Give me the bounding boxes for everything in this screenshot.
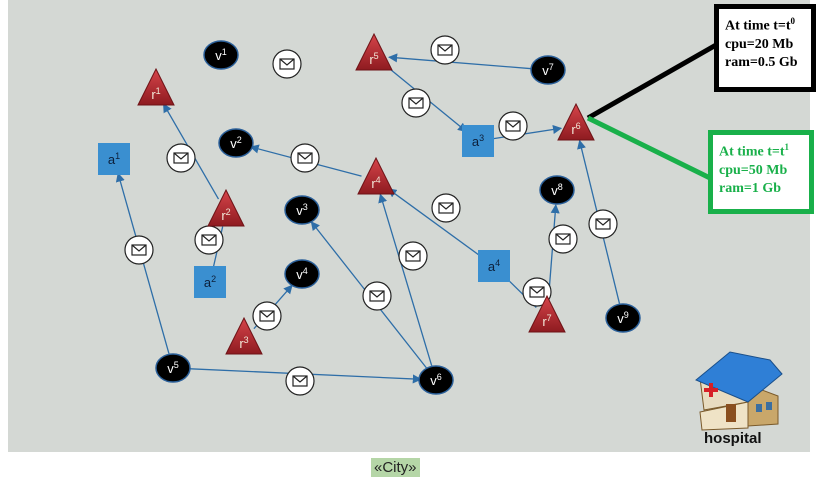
vehicle-node-v6: v6: [418, 365, 454, 395]
rsu-node-r2: r2: [207, 188, 245, 227]
message-envelope-icon: [398, 241, 428, 271]
rsu-r6-label: r6: [571, 121, 580, 137]
message-envelope-icon: [252, 301, 282, 331]
app-a1-label: a1: [108, 151, 120, 167]
vehicle-node-v8: v8: [539, 175, 575, 205]
hospital-label: hospital: [704, 430, 762, 447]
rsu-node-r1: r1: [137, 67, 175, 106]
message-envelope-icon: [166, 143, 196, 173]
vehicle-v2-label: v2: [230, 135, 242, 151]
message-envelope-icon: [362, 281, 392, 311]
rsu-r4-label: r4: [371, 175, 380, 191]
vehicle-node-v7: v7: [530, 55, 566, 85]
message-envelope-icon: [194, 225, 224, 255]
app-node-a3: a3: [462, 125, 494, 157]
vehicle-v4-label: v4: [296, 266, 308, 282]
vehicle-v8-label: v8: [551, 182, 563, 198]
rsu-r2-label: r2: [221, 207, 230, 223]
vehicle-node-v1: v1: [203, 40, 239, 70]
rsu-node-r3: r3: [225, 316, 263, 355]
rsu-r1-label: r1: [151, 86, 160, 102]
message-envelope-icon: [401, 88, 431, 118]
city-map: [8, 0, 810, 452]
vehicle-v3-label: v3: [296, 202, 308, 218]
app-node-a1: a1: [98, 143, 130, 175]
rsu-node-r5: r5: [355, 32, 393, 71]
app-a2-label: a2: [204, 274, 216, 290]
status-box-t0: At time t=t0 cpu=20 Mb ram=0.5 Gb: [714, 4, 816, 92]
city-caption: «City»: [371, 458, 420, 477]
message-envelope-icon: [588, 209, 618, 239]
status-box-t1: At time t=t1 cpu=50 Mb ram=1 Gb: [708, 130, 814, 214]
app-a4-label: a4: [488, 258, 500, 274]
rsu-node-r7: r7: [528, 294, 566, 333]
edge-v7-r5: [388, 53, 534, 70]
message-envelope-icon: [285, 366, 315, 396]
app-a3-label: a3: [472, 133, 484, 149]
vehicle-v9-label: v9: [617, 310, 629, 326]
connector-t0: [586, 42, 718, 121]
vehicle-node-v4: v4: [284, 259, 320, 289]
edge-a4-r4: [387, 188, 483, 258]
rsu-node-r4: r4: [357, 156, 395, 195]
rsu-r3-label: r3: [239, 335, 248, 351]
message-envelope-icon: [522, 277, 552, 307]
vehicle-v6-label: v6: [430, 372, 442, 388]
edge-v6-r4: [378, 193, 433, 366]
app-node-a4: a4: [478, 250, 510, 282]
vehicle-node-v2: v2: [218, 128, 254, 158]
message-envelope-icon: [498, 111, 528, 141]
message-envelope-icon: [290, 143, 320, 173]
message-envelope-icon: [548, 224, 578, 254]
rsu-r7-label: r7: [542, 313, 551, 329]
vehicle-node-v3: v3: [284, 195, 320, 225]
rsu-node-r6: r6: [557, 102, 595, 141]
vehicle-v5-label: v5: [167, 360, 179, 376]
hospital-icon: [695, 351, 783, 431]
vehicle-v1-label: v1: [215, 47, 227, 63]
message-envelope-icon: [431, 193, 461, 223]
connector-t1: [586, 115, 712, 181]
vehicle-v7-label: v7: [542, 62, 554, 78]
message-envelope-icon: [124, 235, 154, 265]
rsu-r5-label: r5: [369, 51, 378, 67]
vehicle-node-v9: v9: [605, 303, 641, 333]
app-node-a2: a2: [194, 266, 226, 298]
message-envelope-icon: [430, 35, 460, 65]
message-envelope-icon: [272, 49, 302, 79]
vehicle-node-v5: v5: [155, 353, 191, 383]
